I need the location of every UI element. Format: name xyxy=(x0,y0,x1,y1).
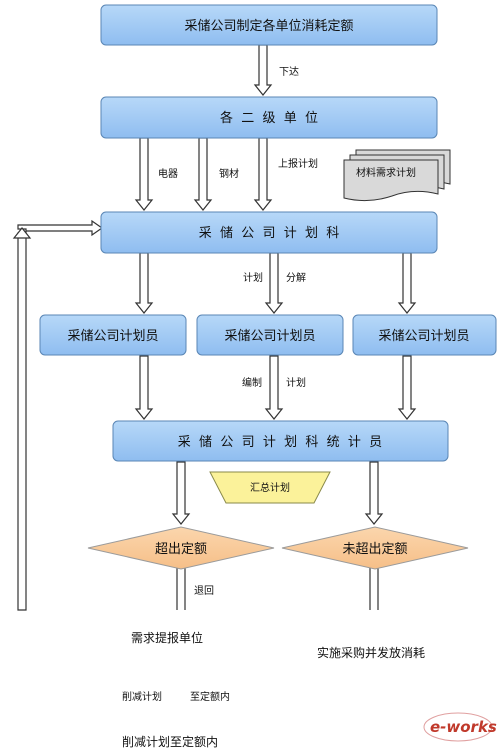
arrow-stat-to-over xyxy=(171,461,191,525)
box-top xyxy=(100,4,438,46)
box-planner-2 xyxy=(196,314,344,356)
arrow-planner-2-to-stat xyxy=(264,355,284,420)
arrow-steel xyxy=(193,137,213,211)
arrow-to-planner-1 xyxy=(134,252,154,314)
text-to-quota: 至定额内 xyxy=(190,690,230,703)
diamond-over-quota-label: 超出定额 xyxy=(155,542,207,557)
arrow-stat-to-notover xyxy=(364,461,384,525)
trapezoid-label: 汇总计划 xyxy=(250,481,290,494)
edge-label-compile: 编制 xyxy=(242,376,262,389)
box-planning-dept-label: 采 储 公 司 计 划 科 xyxy=(199,226,340,241)
arrow-feedback xyxy=(17,219,104,611)
box-planner-2-label: 采储公司计划员 xyxy=(224,329,315,344)
arrow-to-planner-2 xyxy=(264,252,284,314)
edge-label-electrical: 电器 xyxy=(158,167,178,180)
text-implement: 实施采购并发放消耗 xyxy=(317,645,425,660)
arrow-electrical xyxy=(134,137,154,211)
box-planner-3 xyxy=(352,314,497,356)
edge-label-steel: 钢材 xyxy=(219,167,239,180)
diamond-over-quota xyxy=(87,526,275,570)
box-statistician-label: 采 储 公 司 计 划 科 统 计 员 xyxy=(178,435,382,450)
logo-text: e-works xyxy=(430,718,497,736)
trapezoid-summary xyxy=(209,471,331,504)
edge-label-plan: 计划 xyxy=(243,271,263,284)
arrow-issue xyxy=(253,44,273,96)
edge-label-issue: 下达 xyxy=(279,66,299,78)
edge-label-report-plan: 上报计划 xyxy=(278,157,318,170)
box-top-label: 采储公司制定各单位消耗定额 xyxy=(184,18,353,34)
arrow-planner-3-to-stat xyxy=(397,355,417,420)
text-demand-unit: 需求提报单位 xyxy=(131,630,203,645)
box-statistician xyxy=(112,420,449,462)
box-secondary-units xyxy=(100,96,438,139)
edge-label-plan2: 计划 xyxy=(286,376,306,389)
box-planner-3-label: 采储公司计划员 xyxy=(378,329,469,344)
text-reduce-plan: 削减计划 xyxy=(122,690,162,703)
arrow-report xyxy=(253,137,273,211)
text-reduce-plan-full: 削减计划至定额内 xyxy=(122,734,218,749)
edge-label-decompose: 分解 xyxy=(286,271,306,284)
diamond-not-over-quota xyxy=(281,526,469,570)
box-planning-dept xyxy=(100,211,438,254)
arrow-feedback-head xyxy=(12,227,32,239)
box-secondary-units-label: 各 二 级 单 位 xyxy=(220,110,318,126)
eworks-logo: e-works xyxy=(423,712,497,742)
box-planner-1-label: 采储公司计划员 xyxy=(67,329,158,344)
diamond-not-over-quota-label: 未超出定额 xyxy=(342,542,407,557)
document-stack xyxy=(343,149,451,202)
edge-label-return: 退回 xyxy=(194,585,214,597)
box-planner-1 xyxy=(39,314,187,356)
arrow-planner-1-to-stat xyxy=(134,355,154,420)
document-label: 材料需求计划 xyxy=(356,166,416,179)
arrow-to-planner-3 xyxy=(397,252,417,314)
